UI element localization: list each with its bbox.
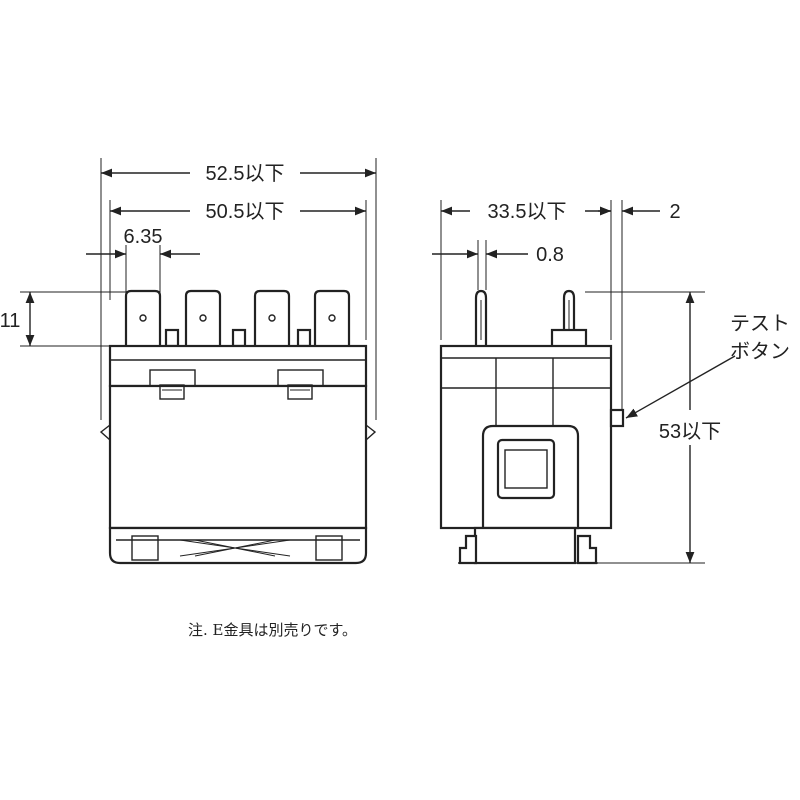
svg-text:ボタン: ボタン [730,340,790,363]
svg-text:6.35: 6.35 [124,226,163,248]
svg-text:2: 2 [669,201,680,223]
svg-text:33.5以下: 33.5以下 [488,201,567,223]
dimension-height: 53以下 [659,292,721,563]
dimension-overall-width: 52.5以下 [101,163,376,185]
side-view: 33.5以下 2 0.8 53以下 テスト ボタン [432,200,790,565]
svg-text:0.8: 0.8 [536,244,564,266]
dimension-terminal-height: 11 [0,291,126,347]
side-terminals [474,289,588,350]
side-body [439,344,625,565]
dimension-inner-width: 50.5以下 [110,201,366,223]
svg-text:52.5以下: 52.5以下 [206,163,285,185]
svg-text:53以下: 53以下 [659,421,721,443]
dimension-terminal-thickness: 0.8 [432,244,564,266]
svg-text:11: 11 [0,310,20,332]
front-view: 52.5以下 50.5以下 6.35 11 [0,158,377,565]
test-button [609,408,625,428]
svg-text:テスト: テスト [730,313,790,335]
test-button-label: テスト ボタン [625,313,790,419]
dimension-depth: 33.5以下 [441,201,611,223]
front-body [99,344,377,565]
footnote: 注. E金具は別売りです。 [188,621,357,639]
dimension-button-projection: 2 [598,201,681,223]
front-terminals [124,289,351,348]
svg-text:50.5以下: 50.5以下 [206,201,285,223]
dimension-terminal-pitch: 6.35 [86,226,200,259]
